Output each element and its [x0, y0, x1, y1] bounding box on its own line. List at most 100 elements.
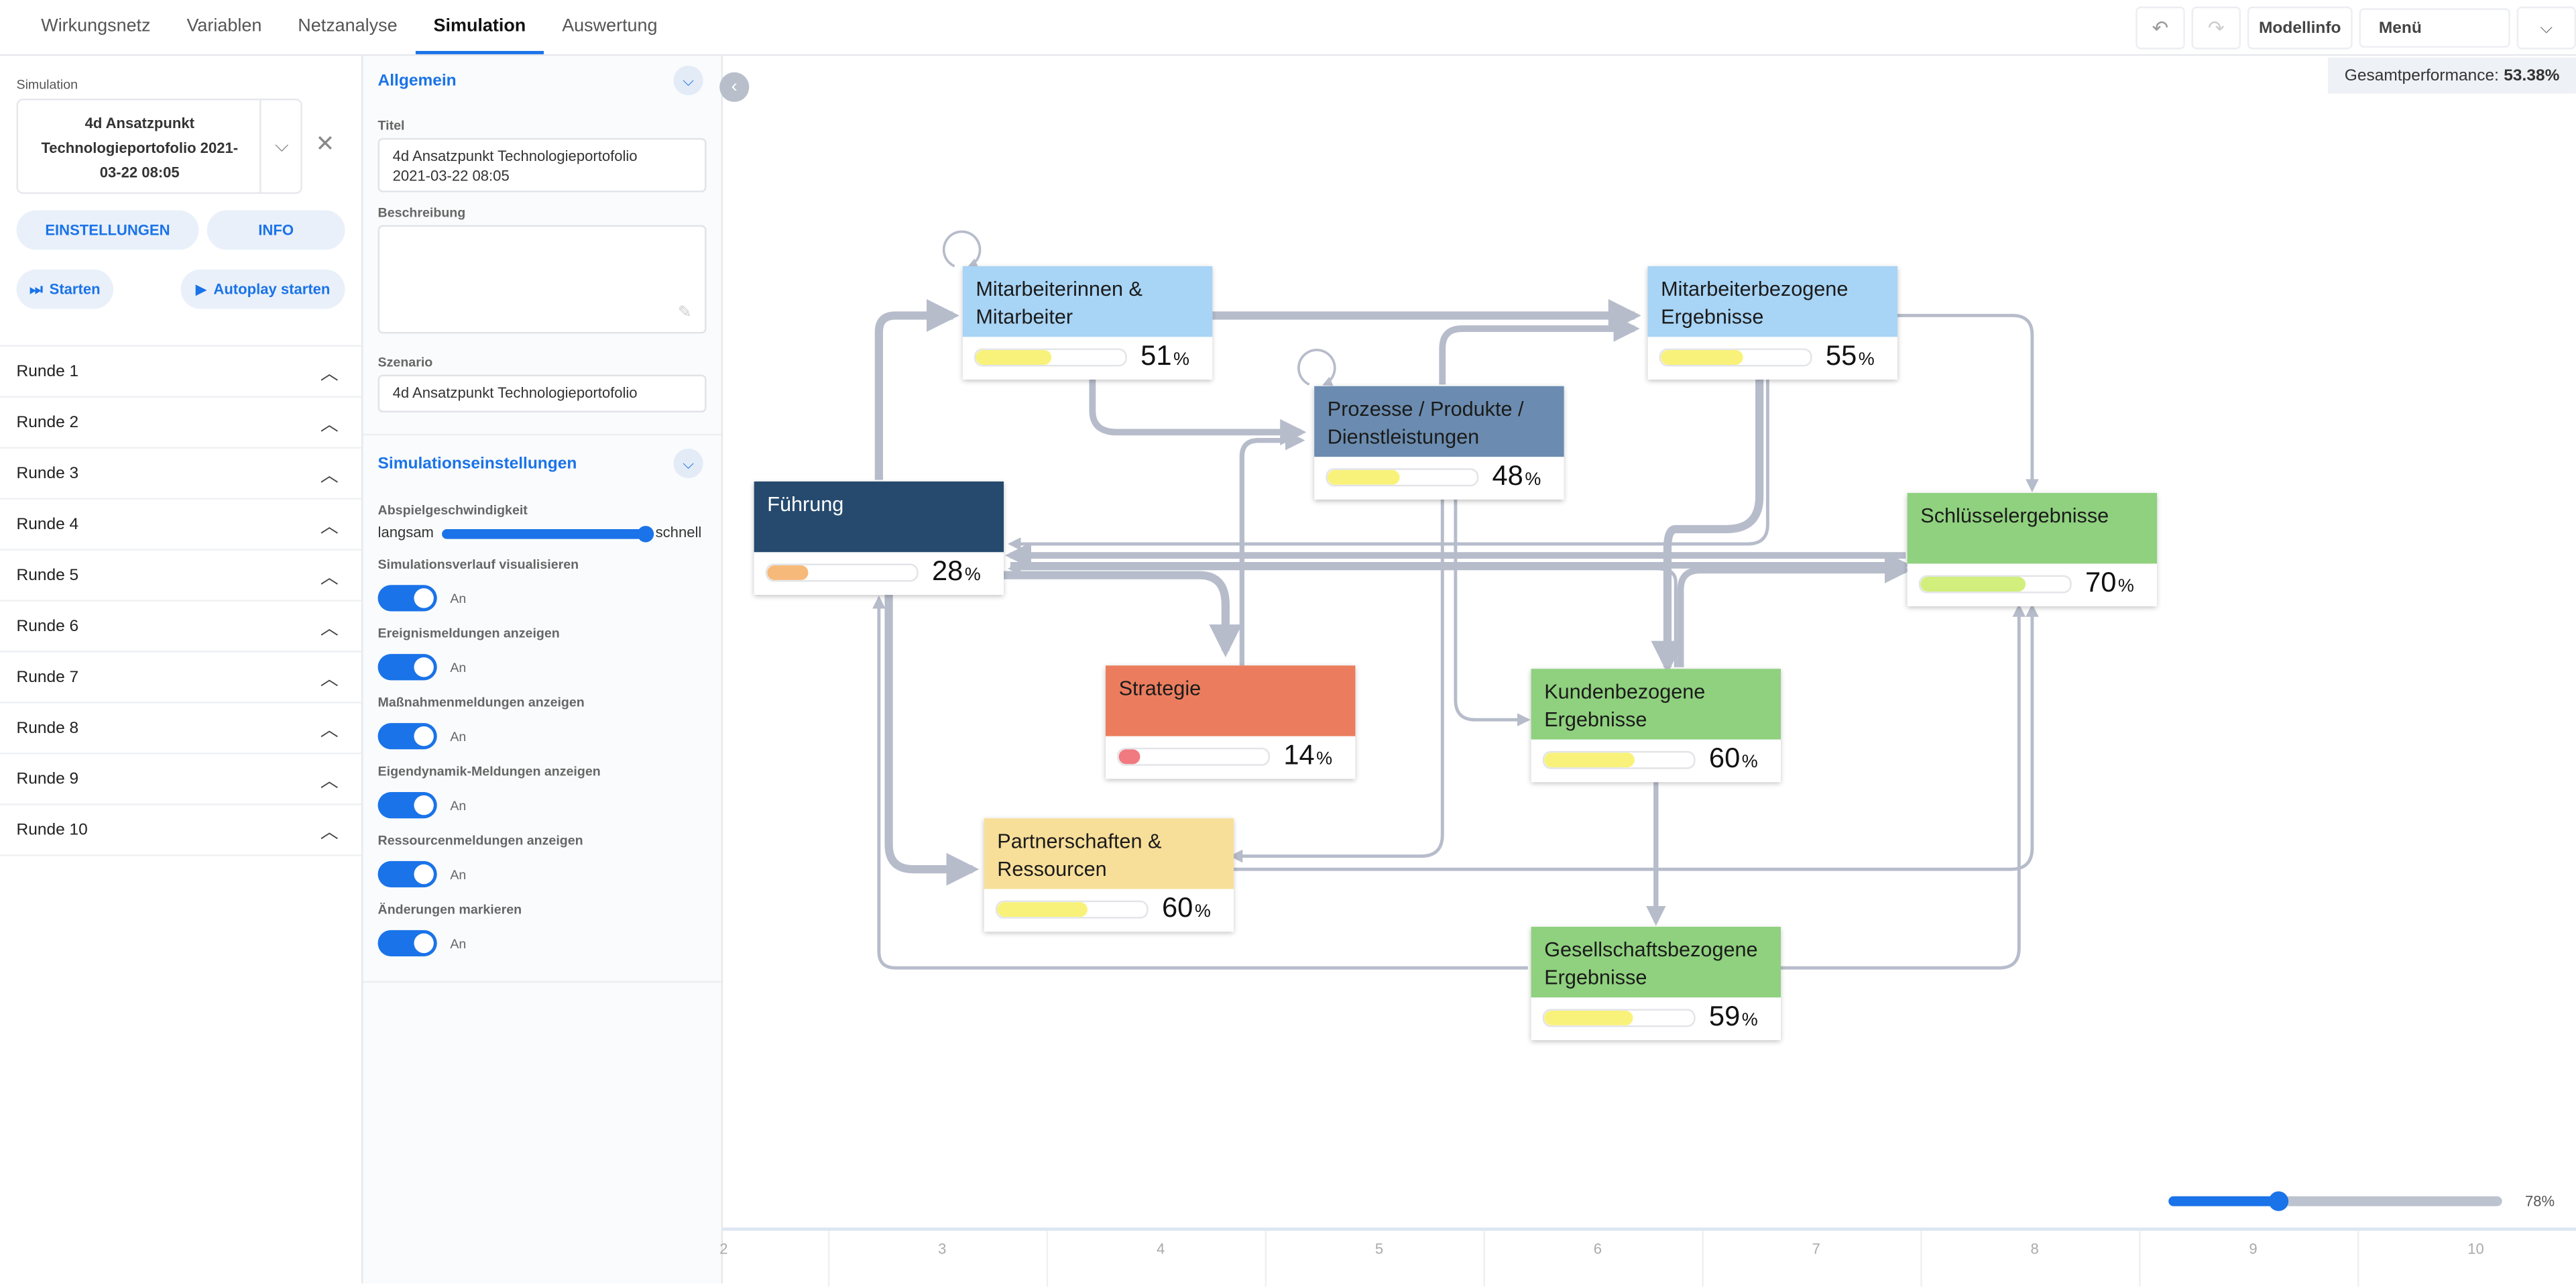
timeline-round-number[interactable]: 2: [719, 1241, 727, 1257]
title-input[interactable]: 4d Ansatzpunkt Technologieportofolio 202…: [378, 138, 707, 192]
round-item[interactable]: Runde 7︿: [0, 653, 361, 704]
network-canvas[interactable]: ‹ Gesamtperformance:53.38%: [723, 56, 2576, 1283]
round-item[interactable]: Runde 9︿: [0, 754, 361, 805]
top-navigation: Wirkungsnetz Variablen Netzanalyse Simul…: [0, 0, 2576, 56]
zoom-slider-knob[interactable]: [2269, 1191, 2288, 1211]
tab-auswertung[interactable]: Auswertung: [544, 0, 675, 54]
round-item[interactable]: Runde 6︿: [0, 602, 361, 653]
timeline-divider: [828, 1231, 829, 1286]
node-value: 60%: [1162, 892, 1211, 925]
node-progress-bar: [766, 563, 919, 581]
node-progress-bar: [1919, 575, 2072, 594]
timeline-divider: [1484, 1231, 1485, 1286]
chevron-down-icon[interactable]: ⌵: [674, 449, 703, 478]
zoom-slider-fill: [2168, 1196, 2278, 1207]
node-value: 28%: [932, 555, 981, 588]
simulation-select-value: 4d Ansatzpunkt Technologieportofolio 202…: [18, 112, 261, 186]
chevron-down-icon[interactable]: ⌵: [259, 100, 302, 192]
measure-messages-toggle[interactable]: [378, 723, 437, 749]
node-progress-bar: [1326, 468, 1478, 486]
dynamics-messages-toggle[interactable]: [378, 792, 437, 818]
resource-messages-toggle[interactable]: [378, 861, 437, 887]
round-item[interactable]: Runde 10︿: [0, 805, 361, 856]
close-icon[interactable]: ✕: [315, 130, 335, 158]
tab-wirkungsnetz[interactable]: Wirkungsnetz: [23, 0, 168, 54]
chevron-up-icon: ︿: [320, 767, 339, 793]
menu-dropdown-button[interactable]: ⌵: [2517, 7, 2576, 50]
arrow: [1897, 315, 2032, 490]
visualize-history-toggle[interactable]: [378, 585, 437, 611]
tab-simulation[interactable]: Simulation: [416, 0, 544, 54]
general-section-title: Allgemein: [378, 72, 457, 91]
divider: [363, 981, 721, 983]
toggle-state: An: [450, 592, 466, 606]
event-messages-toggle[interactable]: [378, 654, 437, 680]
timeline-divider: [1920, 1231, 1922, 1286]
timeline-divider: [1047, 1231, 1048, 1286]
speed-slider[interactable]: [442, 529, 649, 539]
round-item[interactable]: Runde 5︿: [0, 551, 361, 602]
arrow: [1681, 570, 1906, 667]
connection-arrows: [723, 56, 2576, 1227]
simulation-label: Simulation: [17, 77, 78, 92]
timeline-divider: [2357, 1231, 2359, 1286]
chevron-up-icon: ︿: [320, 411, 339, 437]
undo-button[interactable]: ↶: [2135, 7, 2185, 50]
divider: [363, 434, 721, 435]
node-progress-bar: [1543, 1009, 1696, 1027]
description-input[interactable]: ✎: [378, 225, 707, 334]
timeline-divider: [1702, 1231, 1703, 1286]
settings-button[interactable]: EINSTELLUNGEN: [17, 211, 199, 250]
settings-panel: Allgemein ⌵ Titel 4d Ansatzpunkt Technol…: [363, 56, 723, 1283]
timeline-round-number[interactable]: 7: [1812, 1241, 1820, 1257]
chevron-down-icon[interactable]: ⌵: [674, 66, 703, 95]
simulation-select[interactable]: 4d Ansatzpunkt Technologieportofolio 202…: [17, 99, 302, 194]
modellinfo-button[interactable]: Modellinfo: [2247, 7, 2353, 50]
round-item[interactable]: Runde 8︿: [0, 704, 361, 754]
timeline-round-number[interactable]: 6: [1594, 1241, 1602, 1257]
timeline-round-number[interactable]: 4: [1157, 1241, 1165, 1257]
round-item[interactable]: Runde 4︿: [0, 500, 361, 551]
play-icon: ▶: [196, 280, 207, 298]
timeline-round-number[interactable]: 9: [2249, 1241, 2257, 1257]
speed-slider-knob[interactable]: [638, 526, 654, 543]
scenario-input[interactable]: 4d Ansatzpunkt Technologieportofolio: [378, 375, 707, 412]
autoplay-button[interactable]: ▶Autoplay starten: [181, 270, 345, 309]
timeline-round-number[interactable]: 8: [2030, 1241, 2038, 1257]
redo-button[interactable]: ↷: [2192, 7, 2241, 50]
start-button[interactable]: ⏭Starten: [17, 270, 114, 309]
menu-button[interactable]: Menü: [2359, 8, 2510, 48]
round-item[interactable]: Runde 2︿: [0, 398, 361, 449]
info-button[interactable]: INFO: [207, 211, 345, 250]
tab-variablen[interactable]: Variablen: [168, 0, 280, 54]
pencil-icon: ✎: [678, 304, 692, 322]
node-progress-fill: [767, 565, 809, 580]
chevron-up-icon: ︿: [320, 563, 339, 590]
tab-netzanalyse[interactable]: Netzanalyse: [280, 0, 415, 54]
speed-fast-label: schnell: [656, 524, 702, 541]
timeline-round-number[interactable]: 10: [2467, 1241, 2484, 1257]
node-value: 51%: [1140, 340, 1189, 373]
mark-changes-toggle[interactable]: [378, 930, 437, 956]
toggle-label: Ereignismeldungen anzeigen: [378, 626, 560, 641]
timeline-round-number[interactable]: 3: [938, 1241, 946, 1257]
round-item[interactable]: Runde 3︿: [0, 449, 361, 500]
node-progress-fill: [1544, 752, 1634, 767]
toggle-state: An: [450, 661, 466, 675]
round-item[interactable]: Runde 1︿: [0, 345, 361, 398]
timeline-round-number[interactable]: 5: [1375, 1241, 1383, 1257]
zoom-slider[interactable]: [2168, 1196, 2502, 1207]
step-forward-icon: ⏭: [30, 280, 43, 298]
